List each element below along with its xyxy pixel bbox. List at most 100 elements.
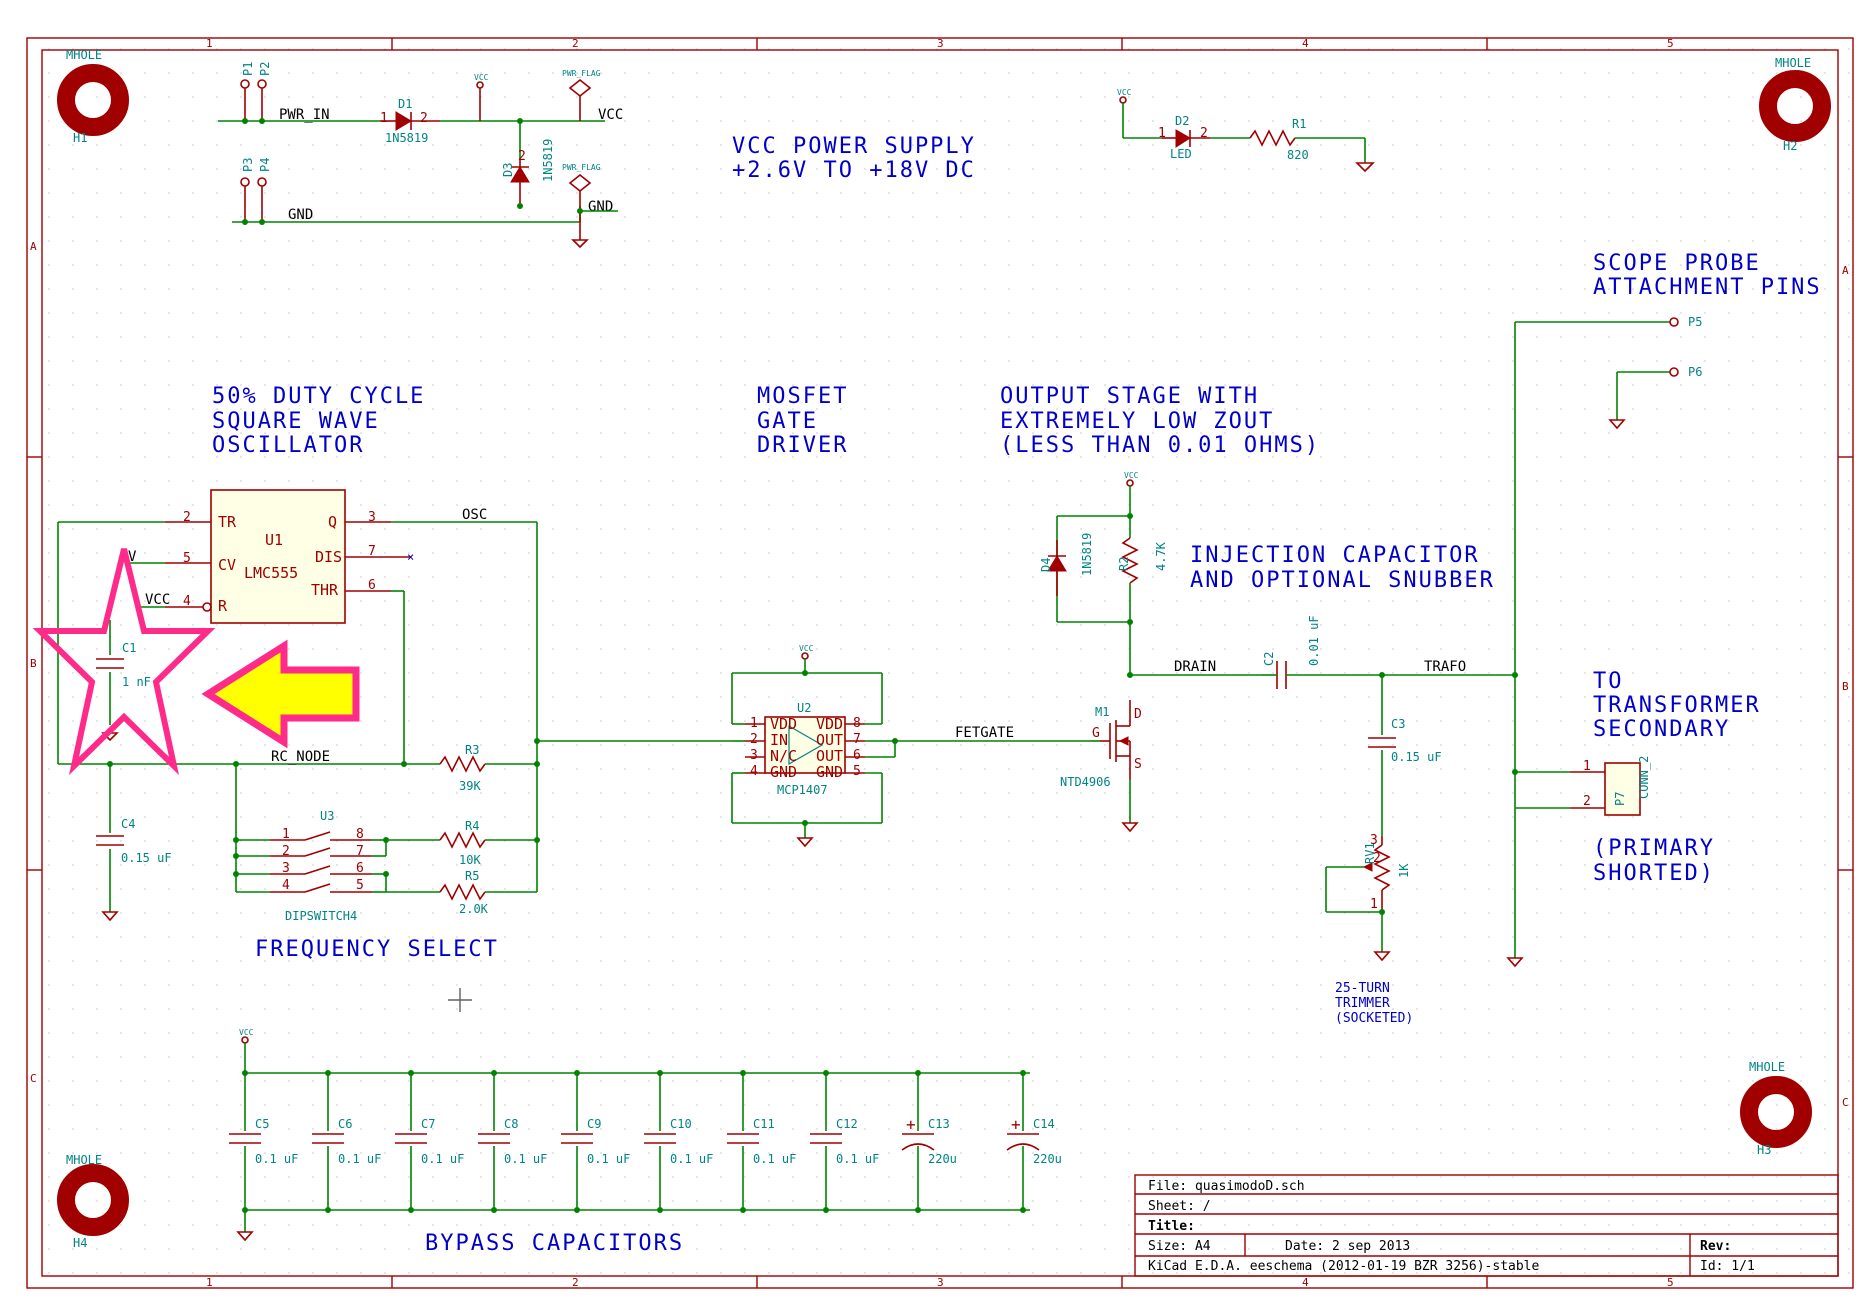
row-label-b-left: B — [30, 657, 37, 670]
svg-text:6: 6 — [368, 578, 376, 593]
svg-text:+: + — [1011, 1115, 1021, 1134]
svg-text:P1: P1 — [241, 62, 255, 76]
title-power-1: VCC POWER SUPPLY — [732, 134, 976, 159]
u1-body — [210, 489, 346, 624]
net-osc: OSC — [462, 507, 487, 523]
title-to-3: SECONDARY — [1593, 717, 1730, 742]
svg-text:2: 2 — [518, 149, 526, 164]
title-primary-2: SHORTED) — [1593, 861, 1715, 886]
svg-text:1N5819: 1N5819 — [385, 131, 428, 145]
svg-text:R2: R2 — [1117, 557, 1131, 571]
svg-text:P7: P7 — [1613, 792, 1627, 806]
svg-text:LED: LED — [1170, 147, 1192, 161]
svg-text:4: 4 — [282, 878, 290, 893]
row-label-a-left: A — [30, 240, 37, 253]
svg-text:VCC: VCC — [799, 644, 814, 653]
bypass-cap-c8: C80.1 uF — [478, 1070, 547, 1213]
svg-text:R1: R1 — [1292, 117, 1306, 131]
svg-text:OUT: OUT — [816, 731, 843, 749]
bypass-cap-ref: C13 — [928, 1117, 950, 1131]
svg-text:MCP1407: MCP1407 — [777, 783, 828, 797]
col-label-4-bottom: 4 — [1302, 1276, 1309, 1289]
svg-text:PWR_FLAG: PWR_FLAG — [562, 163, 601, 172]
bypass-cap-c7: C70.1 uF — [395, 1070, 464, 1213]
svg-text:MHOLE: MHOLE — [1775, 56, 1811, 70]
svg-text:4: 4 — [750, 764, 758, 779]
net-fetgate: FETGATE — [955, 725, 1014, 741]
svg-text:2: 2 — [1373, 851, 1381, 866]
svg-text:R4: R4 — [465, 819, 479, 833]
led-indicator: VCC 1 2 D2 LED R1 820 — [1117, 88, 1375, 173]
col-label-3-bottom: 3 — [937, 1276, 944, 1289]
title-output-3: (LESS THAN 0.01 OHMS) — [1000, 433, 1320, 458]
col-label-2-bottom: 2 — [572, 1276, 579, 1289]
svg-text:LMC555: LMC555 — [244, 564, 298, 582]
bypass-cap-ref: C5 — [255, 1117, 269, 1131]
bypass-cap-c6: C60.1 uF — [312, 1070, 381, 1213]
bypass-cap-ref: C8 — [504, 1117, 518, 1131]
svg-text:3: 3 — [368, 510, 376, 525]
mounting-hole-h1: MHOLE H1 — [57, 48, 129, 145]
title-freq: FREQUENCY SELECT — [255, 937, 499, 962]
col-label-3-top: 3 — [937, 37, 944, 50]
svg-text:2: 2 — [183, 510, 191, 525]
bypass-cap-value: 0.1 uF — [421, 1152, 464, 1166]
svg-text:D: D — [1134, 707, 1142, 722]
svg-text:PWR_FLAG: PWR_FLAG — [562, 69, 601, 78]
title-mosfet-3: DRIVER — [757, 433, 848, 458]
svg-text:0.01 uF: 0.01 uF — [1307, 615, 1321, 666]
svg-text:R3: R3 — [465, 743, 479, 757]
svg-text:H1: H1 — [73, 131, 87, 145]
title-output-1: OUTPUT STAGE WITH — [1000, 384, 1259, 409]
svg-text:×: × — [407, 550, 414, 564]
capacitor-c4: C4 0.15 uF — [96, 764, 172, 922]
svg-text:VCC: VCC — [1124, 471, 1139, 480]
bypass-cap-value: 220u — [928, 1152, 957, 1166]
svg-text:MHOLE: MHOLE — [1749, 1060, 1785, 1074]
svg-text:DIS: DIS — [315, 548, 342, 566]
col-label-1-bottom: 1 — [206, 1276, 213, 1289]
svg-text:D4: D4 — [1039, 558, 1053, 572]
svg-text:4: 4 — [183, 594, 191, 609]
power-supply: P1 P2 PWR_IN 1 2 D1 1N5819 VCC VCC PWR_F… — [218, 62, 623, 249]
svg-text:NTD4906: NTD4906 — [1060, 775, 1111, 789]
title-to-1: TO — [1593, 669, 1624, 694]
tb-size: Size: A4 — [1148, 1239, 1211, 1254]
tb-id: Id: 1/1 — [1700, 1259, 1755, 1274]
svg-text:VDD: VDD — [770, 715, 797, 733]
svg-text:D1: D1 — [398, 97, 412, 111]
svg-text:5: 5 — [356, 878, 364, 893]
svg-text:P4: P4 — [258, 158, 272, 172]
svg-text:P5: P5 — [1688, 315, 1702, 329]
svg-text:1: 1 — [1583, 759, 1591, 774]
title-mosfet-2: GATE — [757, 409, 818, 434]
svg-text:P6: P6 — [1688, 365, 1702, 379]
svg-text:U3: U3 — [320, 809, 334, 823]
mounting-hole-h4: MHOLE H4 — [57, 1153, 129, 1250]
svg-text:CV: CV — [218, 556, 236, 574]
svg-text:2: 2 — [750, 732, 758, 747]
svg-text:V: V — [128, 549, 137, 565]
col-label-5-top: 5 — [1667, 37, 1674, 50]
svg-text:2: 2 — [1200, 126, 1208, 141]
title-block: File: quasimodoD.sch Sheet: / Title: Siz… — [1134, 1174, 1839, 1277]
svg-text:3: 3 — [282, 861, 290, 876]
trimmer-note-3: (SOCKETED) — [1335, 1011, 1413, 1026]
gate-driver-u2: U2 MCP1407 VDD IN N/C GND VDD OUT OUT GN… — [731, 644, 1090, 848]
svg-text:DIPSWITCH4: DIPSWITCH4 — [285, 909, 357, 923]
net-rc-node: RC_NODE — [271, 749, 330, 765]
tb-file: File: quasimodoD.sch — [1148, 1179, 1305, 1194]
grid-background — [30, 42, 1850, 1282]
tb-rev: Rev: — [1700, 1239, 1731, 1254]
bypass-cap-value: 0.1 uF — [670, 1152, 713, 1166]
svg-text:1K: 1K — [1397, 863, 1411, 878]
col-label-2-top: 2 — [572, 37, 579, 50]
bypass-cap-value: 0.1 uF — [753, 1152, 796, 1166]
svg-text:3: 3 — [750, 748, 758, 763]
bypass-cap-ref: C10 — [670, 1117, 692, 1131]
svg-text:C1: C1 — [122, 641, 136, 655]
svg-text:0.15 uF: 0.15 uF — [1391, 750, 1442, 764]
